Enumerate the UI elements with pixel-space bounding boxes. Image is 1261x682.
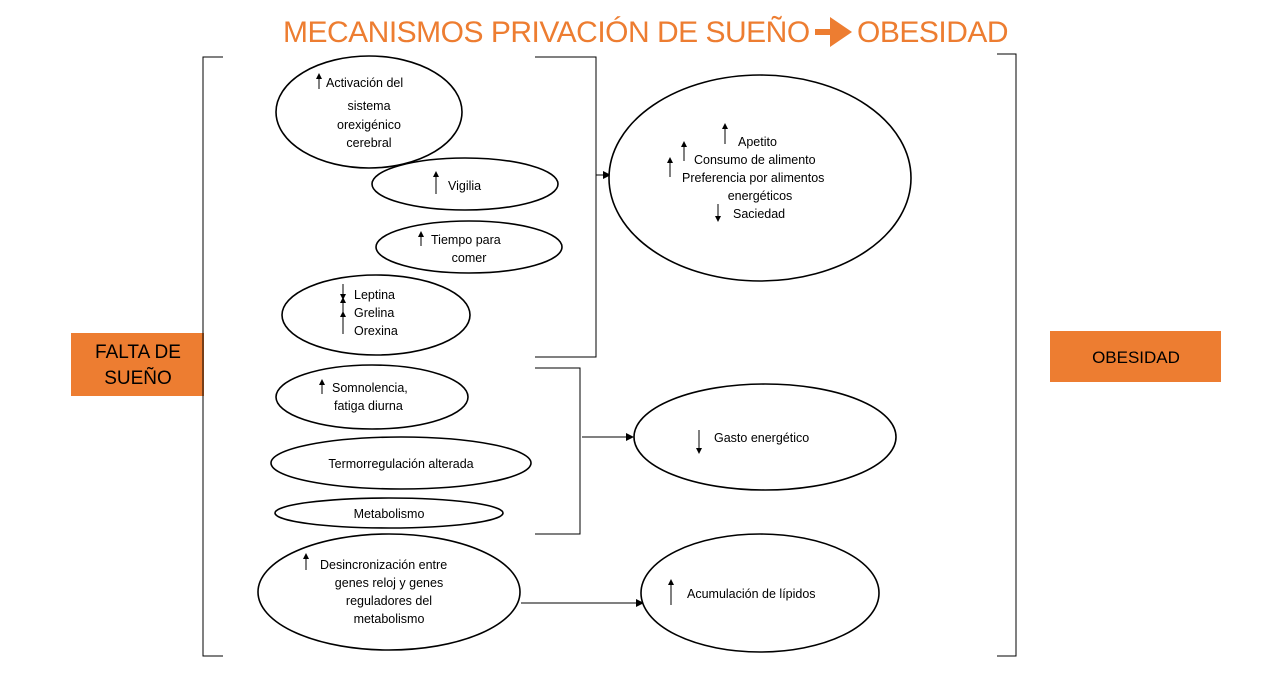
apetito-line-2: Consumo de alimento: [694, 153, 816, 167]
node-hormonas: Leptina Grelina Orexina: [281, 274, 471, 356]
title-right: OBESIDAD: [857, 16, 1008, 49]
left-bracket: [202, 56, 223, 657]
node-somnolencia: Somnolencia, fatiga diurna: [275, 364, 469, 430]
node-vigilia: Vigilia: [371, 157, 559, 211]
middle-group-bracket: [535, 367, 581, 535]
desincronizacion-line-3: reguladores del: [346, 594, 432, 608]
node-metabolismo: Metabolismo: [274, 497, 504, 529]
orexigenico-line-4: cerebral: [346, 136, 391, 150]
title-left: MECANISMOS PRIVACIÓN DE SUEÑO: [283, 15, 810, 49]
hormonas-line-1: Leptina: [354, 288, 395, 302]
top-group-bracket: [535, 56, 597, 358]
gasto-label: Gasto energético: [714, 431, 809, 445]
node-desincronizacion: Desincronización entre genes reloj y gen…: [257, 533, 521, 651]
obesidad-label: OBESIDAD: [1092, 348, 1180, 367]
lipidos-label: Acumulación de lípidos: [687, 587, 816, 601]
hormonas-line-3: Orexina: [354, 324, 398, 338]
falta-de-sueno-box: FALTA DE SUEÑO: [71, 333, 204, 396]
vigilia-label: Vigilia: [448, 179, 481, 193]
desincronizacion-line-1: Desincronización entre: [320, 558, 447, 572]
node-termorregulacion: Termorregulación alterada: [270, 436, 532, 490]
somnolencia-line-1: Somnolencia,: [332, 381, 408, 395]
apetito-line-5: Saciedad: [733, 207, 785, 221]
node-lipidos: Acumulación de lípidos: [640, 533, 880, 653]
node-orexigenico: Activación del sistema orexigénico cereb…: [275, 55, 463, 169]
orexigenico-line-3: orexigénico: [337, 118, 401, 132]
orexigenico-line-2: sistema: [347, 99, 390, 113]
termorregulacion-label: Termorregulación alterada: [328, 457, 473, 471]
tiempo-line-2: comer: [452, 251, 487, 265]
desincronizacion-line-4: metabolismo: [354, 612, 425, 626]
tiempo-line-1: Tiempo para: [431, 233, 501, 247]
falta-de-sueno-line-1: FALTA DE: [95, 342, 181, 363]
obesidad-box: OBESIDAD: [1050, 331, 1221, 382]
title-arrow-icon: [815, 17, 852, 47]
node-gasto: Gasto energético: [633, 383, 897, 491]
hormonas-line-2: Grelina: [354, 306, 394, 320]
node-apetito: Apetito Consumo de alimento Preferencia …: [608, 74, 912, 282]
desincronizacion-line-2: genes reloj y genes: [335, 576, 443, 590]
somnolencia-line-2: fatiga diurna: [334, 399, 403, 413]
apetito-line-3: Preferencia por alimentos: [682, 171, 824, 185]
metabolismo-label: Metabolismo: [354, 507, 425, 521]
orexigenico-line-1: Activación del: [326, 76, 403, 90]
falta-de-sueno-line-2: SUEÑO: [104, 367, 172, 389]
apetito-line-1: Apetito: [738, 135, 777, 149]
node-tiempo-comer: Tiempo para comer: [375, 220, 563, 274]
right-bracket: [997, 53, 1017, 657]
apetito-line-4: energéticos: [728, 189, 793, 203]
